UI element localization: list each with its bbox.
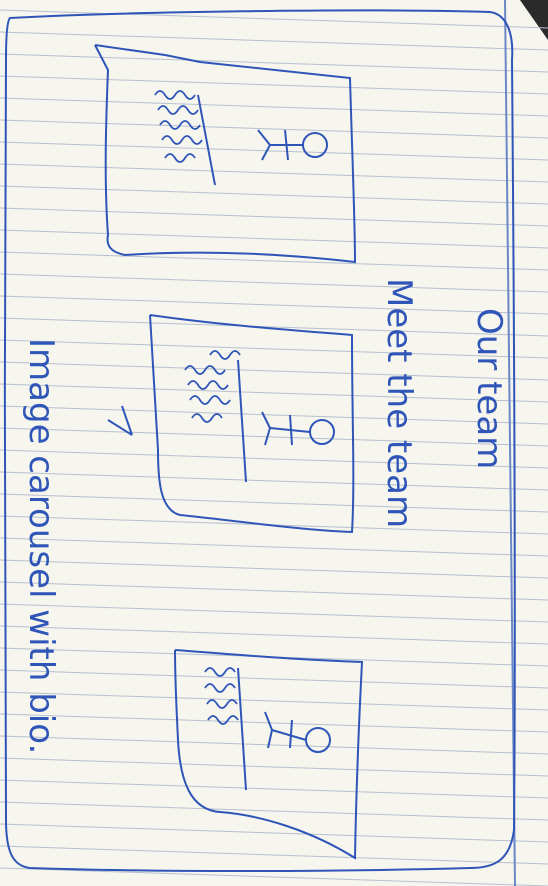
ruled-line (0, 53, 548, 73)
ruled-lines (0, 9, 548, 886)
ruled-line (0, 801, 548, 821)
card-2-divider (237, 359, 247, 483)
outer-frame (3, 9, 516, 872)
ruled-line (0, 669, 548, 689)
ruled-line (0, 383, 548, 403)
ruled-line (0, 185, 548, 205)
ruled-line (0, 625, 548, 645)
ruled-line (0, 449, 548, 469)
subheading-meet-the-team: Meet the team (379, 278, 419, 528)
card-3-divider (237, 667, 247, 791)
stick-figure-icon (264, 711, 331, 753)
background-corner (520, 0, 548, 40)
card-2-bio-squiggle (184, 350, 241, 423)
ruled-line (0, 779, 548, 799)
card-1-divider (197, 94, 216, 186)
ruled-line (0, 537, 548, 557)
ruled-line (0, 229, 548, 249)
stick-figure-icon (261, 411, 335, 446)
team-card-3 (174, 649, 364, 860)
ruled-line (0, 273, 548, 293)
ruled-line (0, 427, 548, 447)
ruled-line (0, 119, 548, 139)
ruled-line (0, 75, 548, 95)
ruled-line (0, 141, 548, 161)
ruled-line (0, 691, 548, 711)
team-card-2 (107, 314, 355, 534)
card-1-bio-squiggle (154, 90, 203, 163)
heading-our-team: Our team (469, 308, 509, 469)
ruled-line (0, 735, 548, 755)
ruled-line (0, 867, 548, 886)
ruled-line (0, 405, 548, 425)
ruled-line (0, 713, 548, 733)
card-2-frame (149, 314, 355, 534)
ruled-line (0, 559, 548, 579)
note-image-carousel: Image carousel with bio. (21, 338, 61, 754)
card-3-bio-squiggle (204, 667, 239, 725)
ruled-line (0, 493, 548, 513)
ruled-line (0, 97, 548, 117)
ruled-line (0, 361, 548, 381)
ruled-line (0, 339, 548, 359)
ruled-line (0, 163, 548, 183)
ruled-line (0, 317, 548, 337)
ruled-line (0, 295, 548, 315)
ruled-line (0, 603, 548, 623)
card-1-frame (94, 44, 357, 264)
ruled-line (0, 31, 548, 51)
ruled-line (0, 9, 548, 29)
card-2-arrow (107, 405, 133, 436)
card-3-frame (174, 649, 364, 860)
ruled-line (0, 251, 548, 271)
team-card-1 (94, 44, 357, 264)
ruled-line (0, 823, 548, 843)
ruled-line (0, 471, 548, 491)
ruled-line (0, 845, 548, 865)
ruled-line (0, 581, 548, 601)
stick-figure-icon (257, 129, 328, 161)
ruled-line (0, 757, 548, 777)
ruled-line (0, 207, 548, 227)
